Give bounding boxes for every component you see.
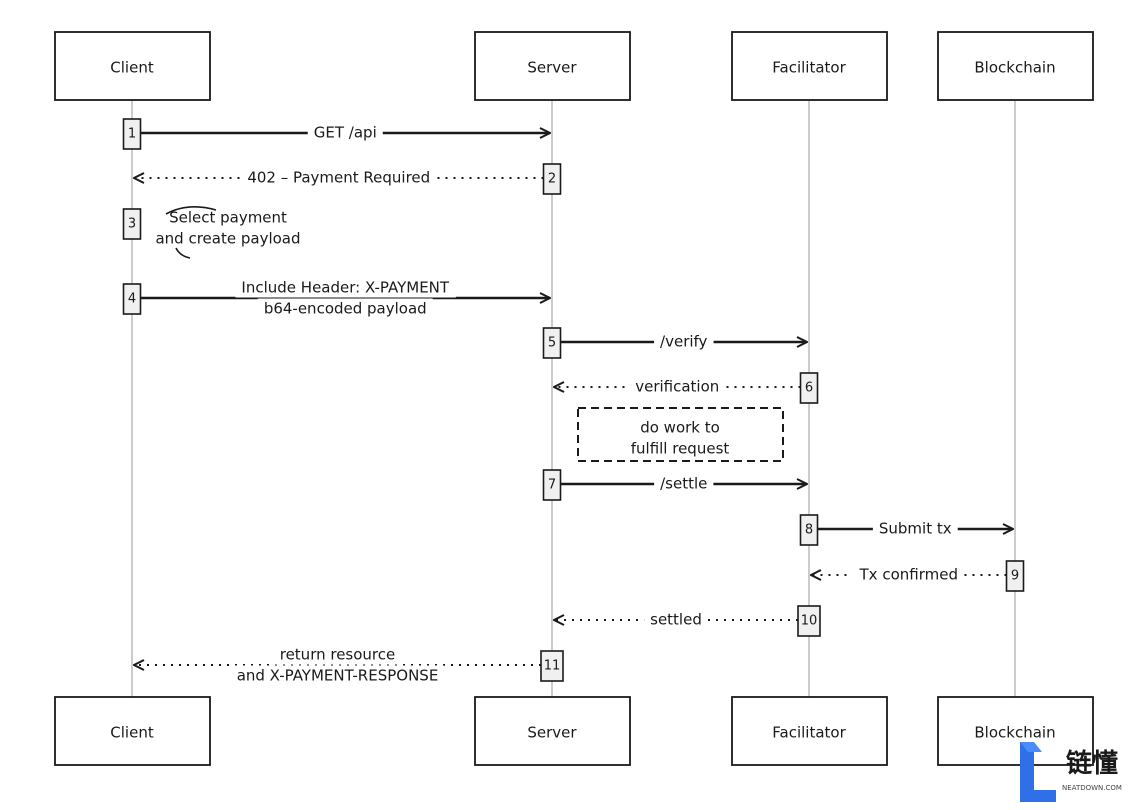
- participant-label: Server: [527, 724, 577, 742]
- step-number-box: [542, 327, 562, 359]
- note-line: fulfill request: [631, 440, 730, 458]
- step-label: and create payload: [155, 230, 300, 248]
- step-number: 6: [805, 381, 813, 396]
- step-number: 9: [1011, 569, 1019, 584]
- step-number: 4: [128, 292, 136, 307]
- step-4: Include Header: X-PAYMENT b64-encoded pay…: [122, 277, 551, 319]
- work-note: do work to fulfill request: [577, 407, 784, 462]
- step-label: Include Header: X-PAYMENT: [241, 279, 449, 297]
- step-11: return resource and X-PAYMENT-RESPONSE 11: [134, 644, 564, 686]
- step-label: Select payment: [169, 209, 287, 227]
- participant-client-bottom: Client: [54, 696, 211, 766]
- participant-blockchain-bottom: Blockchain: [937, 696, 1094, 766]
- participant-blockchain-top: Blockchain: [937, 31, 1094, 101]
- step-7: /settle 7: [542, 469, 808, 501]
- participant-label: Server: [527, 59, 577, 77]
- step-number: 5: [548, 336, 556, 351]
- step-label: /verify: [660, 333, 708, 351]
- step-number-box: [799, 372, 819, 404]
- step-6: verification 6: [554, 372, 819, 404]
- step-label: and X-PAYMENT-RESPONSE: [237, 667, 439, 685]
- step-3: Select payment and create payload 3: [122, 206, 301, 259]
- step-number-box: [1005, 560, 1025, 592]
- participant-server-top: Server: [474, 31, 631, 101]
- step-label: b64-encoded payload: [264, 300, 427, 318]
- step-number-box: [122, 283, 142, 315]
- step-number: 7: [548, 478, 556, 493]
- step-number-box: [799, 514, 819, 546]
- step-label: Tx confirmed: [859, 566, 958, 584]
- step-label: Submit tx: [879, 520, 952, 538]
- participant-facilitator-top: Facilitator: [731, 31, 888, 101]
- participant-label: Client: [110, 59, 154, 77]
- step-number: 11: [544, 659, 561, 674]
- participant-server-bottom: Server: [474, 696, 631, 766]
- participant-label: Facilitator: [772, 59, 846, 77]
- participant-label: Client: [110, 724, 154, 742]
- step-number: 3: [128, 217, 136, 232]
- watermark-logo: 链懂 NEATDOWN.COM: [1016, 738, 1130, 806]
- participant-label: Blockchain: [974, 724, 1055, 742]
- step-label: 402 – Payment Required: [247, 169, 430, 187]
- step-number-box: [122, 118, 142, 150]
- step-label: return resource: [280, 646, 396, 664]
- note-line: do work to: [640, 419, 720, 437]
- step-number-box: [542, 469, 562, 501]
- step-number-box: [122, 208, 142, 240]
- step-number: 2: [548, 172, 556, 187]
- step-label: verification: [635, 378, 719, 396]
- participant-label: Facilitator: [772, 724, 846, 742]
- step-number: 10: [801, 614, 818, 629]
- watermark-brand: 链懂: [1066, 748, 1118, 779]
- step-label: settled: [650, 611, 702, 629]
- step-9: Tx confirmed 9: [811, 560, 1025, 592]
- step-1: GET /api 1: [122, 118, 551, 150]
- step-2: 402 – Payment Required 2: [134, 163, 562, 195]
- step-8: Submit tx 8: [799, 514, 1014, 546]
- step-number-box: [542, 163, 562, 195]
- step-5: /verify 5: [542, 327, 808, 359]
- step-number: 1: [128, 127, 136, 142]
- watermark-site: NEATDOWN.COM: [1062, 784, 1122, 792]
- self-call-stroke: [175, 247, 191, 259]
- participant-client-top: Client: [54, 31, 211, 101]
- step-number-box: [540, 650, 564, 682]
- step-label: GET /api: [314, 124, 377, 142]
- participant-facilitator-bottom: Facilitator: [731, 696, 888, 766]
- step-number: 8: [805, 523, 813, 538]
- step-label: /settle: [660, 475, 707, 493]
- self-call-stroke: [165, 206, 217, 215]
- step-number-box: [797, 605, 821, 637]
- step-10: settled 10: [554, 605, 821, 637]
- participant-label: Blockchain: [974, 59, 1055, 77]
